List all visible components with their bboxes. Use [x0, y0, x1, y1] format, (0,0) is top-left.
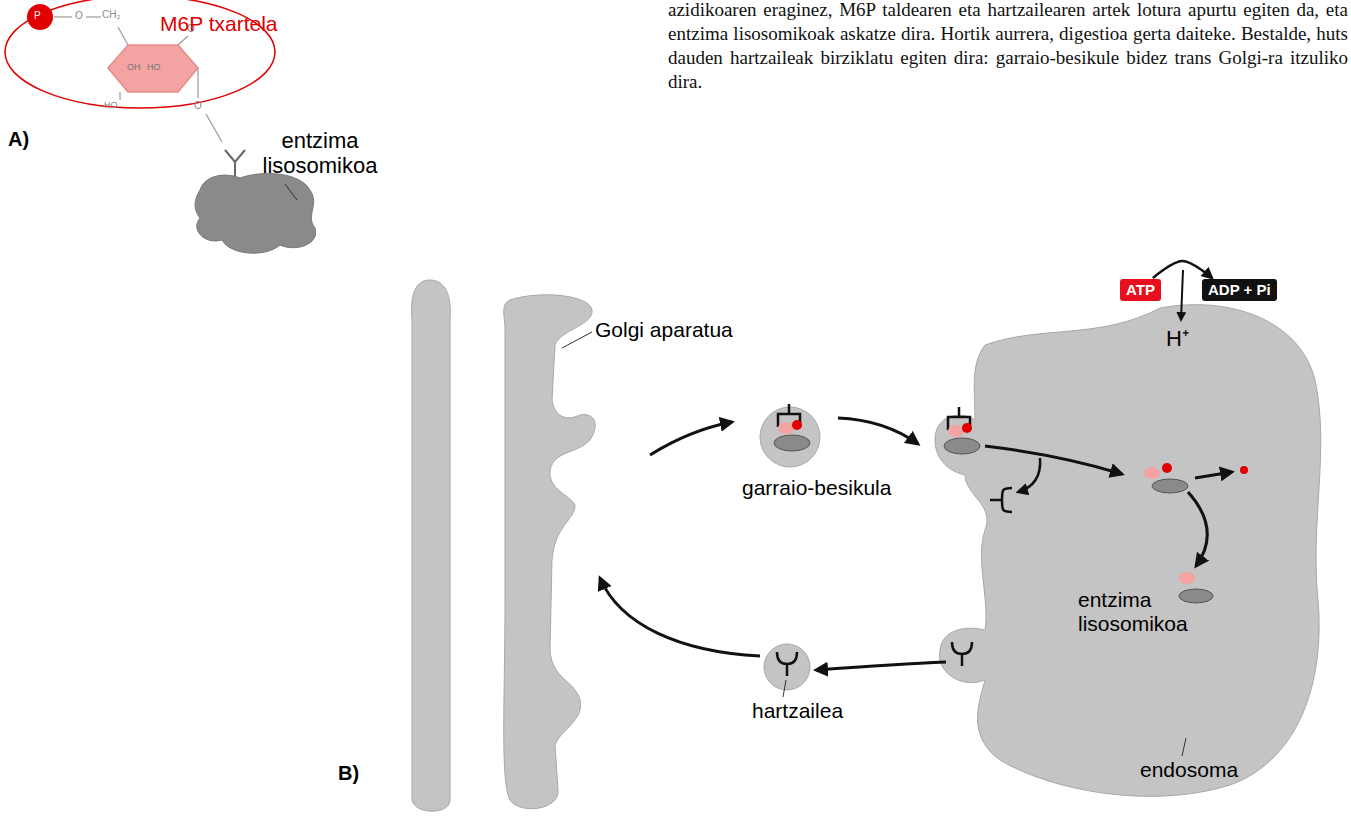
energy-box: ADP + Pi: [1202, 279, 1277, 301]
atom-label: HO: [147, 62, 161, 72]
leader-line: [1182, 738, 1186, 756]
glycan: [225, 150, 245, 178]
atom-label: HO: [104, 100, 118, 110]
leader-line: [783, 680, 786, 697]
endosome: [935, 305, 1321, 797]
return-vesicle: [764, 644, 810, 690]
node-text: ATP: [1126, 281, 1155, 298]
golgi-cisterna: [504, 295, 595, 809]
receptor-complex: [774, 404, 810, 451]
atom-label: O: [194, 100, 202, 112]
transport-vesicle: [760, 407, 820, 467]
atom-label: O: [75, 10, 83, 22]
reaction-arrow: [1153, 261, 1212, 278]
atom-label: P: [34, 10, 41, 22]
tag-title: M6P txartela: [160, 12, 278, 36]
panel-letter: B): [338, 762, 359, 785]
node-text: ADP + Pi: [1208, 281, 1271, 298]
atom-label: CH₂: [102, 9, 120, 21]
receptor-complex: [944, 407, 980, 454]
bonds: [54, 17, 222, 142]
atom-label: OH: [127, 62, 141, 72]
sugar-ring: [108, 45, 198, 92]
enzyme-blob: [195, 174, 316, 254]
part-label: endosoma: [1140, 758, 1238, 782]
part-label: entzima lisosomikoa: [250, 128, 390, 179]
part-label: hartzailea: [752, 699, 843, 723]
part-label: entzima lisosomikoa: [1078, 588, 1178, 636]
empty-receptor: [952, 642, 972, 666]
empty-receptor: [777, 652, 797, 676]
leader-line: [285, 184, 297, 200]
phosphate: [27, 4, 53, 30]
enzyme-release: [1144, 463, 1248, 603]
part-label: garraio-besikula: [742, 476, 891, 500]
free-receptor: [990, 488, 1012, 512]
golgi-cisterna: [412, 280, 451, 811]
part-label: Golgi aparatua: [595, 318, 733, 342]
body-text: azidikoaren eraginez, M6P taldearen eta …: [668, 0, 1348, 94]
leader-line: [562, 332, 592, 348]
panel-letter: A): [8, 128, 29, 151]
ion-label: H⁺: [1166, 326, 1189, 351]
energy-box: ATP: [1120, 279, 1161, 301]
